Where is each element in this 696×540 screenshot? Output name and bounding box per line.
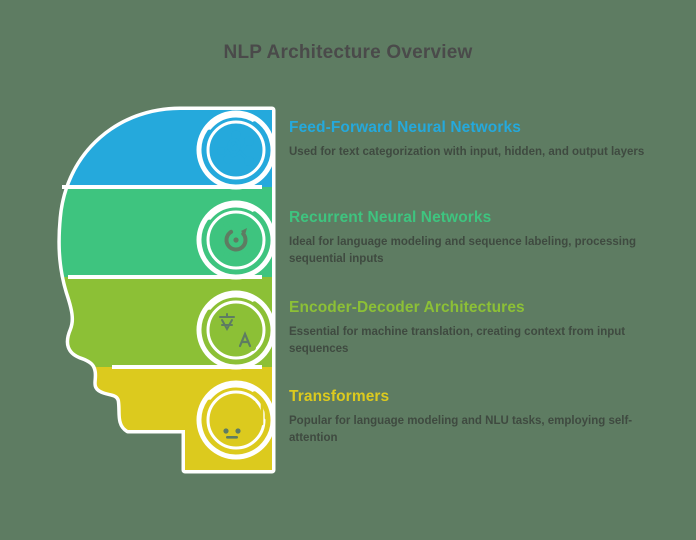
section-body: Essential for machine translation, creat…	[289, 326, 626, 355]
section-transformers: Transformers Popular for language modeli…	[289, 388, 661, 446]
translation-icon	[215, 311, 257, 351]
badge-recurrent[interactable]	[191, 195, 280, 284]
section-recurrent: Recurrent Neural Networks Ideal for lang…	[289, 209, 661, 267]
section-heading: Recurrent Neural Networks	[289, 209, 492, 226]
robot-soundwave-icon	[219, 398, 268, 442]
badge-feed-forward[interactable]	[191, 105, 280, 194]
badge-transformers[interactable]	[191, 375, 280, 464]
section-heading: Transformers	[289, 388, 390, 405]
gear-loop-icon	[215, 219, 257, 261]
section-body: Used for text categorization with input,…	[289, 146, 645, 158]
page-title: NLP Architecture Overview	[223, 42, 473, 63]
badge-encoder-decoder[interactable]	[191, 285, 280, 374]
section-heading: Feed-Forward Neural Networks	[289, 119, 521, 136]
section-feed-forward: Feed-Forward Neural Networks Used for te…	[289, 119, 661, 161]
section-encoder-decoder: Encoder-Decoder Architectures Essential …	[289, 299, 661, 357]
neural-network-node-dots	[217, 130, 254, 166]
band-encoder-decoder	[60, 277, 272, 367]
section-body: Popular for language modeling and NLU ta…	[289, 415, 633, 444]
section-body: Ideal for language modeling and sequence…	[289, 236, 636, 265]
section-heading: Encoder-Decoder Architectures	[289, 299, 525, 316]
